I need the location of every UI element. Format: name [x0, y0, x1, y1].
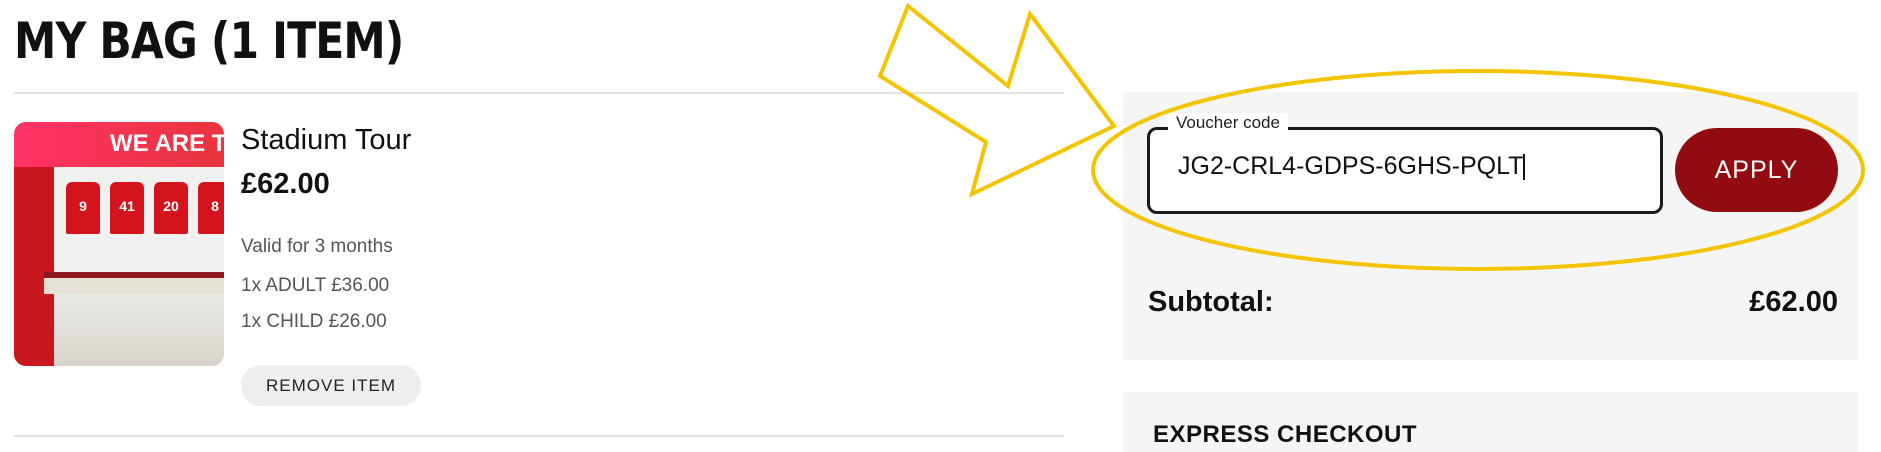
voucher-value: JG2-CRL4-GDPS-6GHS-PQLT — [1178, 152, 1524, 180]
apply-button[interactable]: APPLY — [1675, 128, 1838, 212]
subtotal-label: Subtotal: — [1148, 286, 1274, 318]
remove-item-button[interactable]: REMOVE ITEM — [241, 365, 421, 406]
divider — [14, 92, 1064, 94]
item-validity: Valid for 3 months — [241, 236, 393, 257]
page-title: MY BAG (1 ITEM) — [14, 12, 404, 70]
shirt: 41 — [110, 182, 144, 234]
express-checkout-panel — [1123, 392, 1858, 452]
shirt: 20 — [154, 182, 188, 234]
voucher-input[interactable]: JG2-CRL4-GDPS-6GHS-PQLT — [1178, 152, 1648, 181]
divider — [14, 435, 1064, 437]
image-banner: WE ARE TH — [14, 122, 224, 167]
annotation-arrow-icon — [877, 2, 1118, 198]
shirt: 9 — [66, 182, 100, 234]
text-caret — [1523, 154, 1526, 181]
item-line-adult: 1x ADULT £36.00 — [241, 275, 390, 296]
product-image: WE ARE TH 9 41 20 8 — [14, 122, 224, 366]
shirt: 8 — [198, 182, 224, 234]
voucher-label: Voucher code — [1168, 113, 1288, 133]
item-line-child: 1x CHILD £26.00 — [241, 311, 387, 332]
item-name: Stadium Tour — [241, 124, 412, 156]
express-checkout-title: EXPRESS CHECKOUT — [1153, 421, 1418, 448]
subtotal-value: £62.00 — [1749, 286, 1838, 318]
item-price: £62.00 — [241, 168, 330, 200]
